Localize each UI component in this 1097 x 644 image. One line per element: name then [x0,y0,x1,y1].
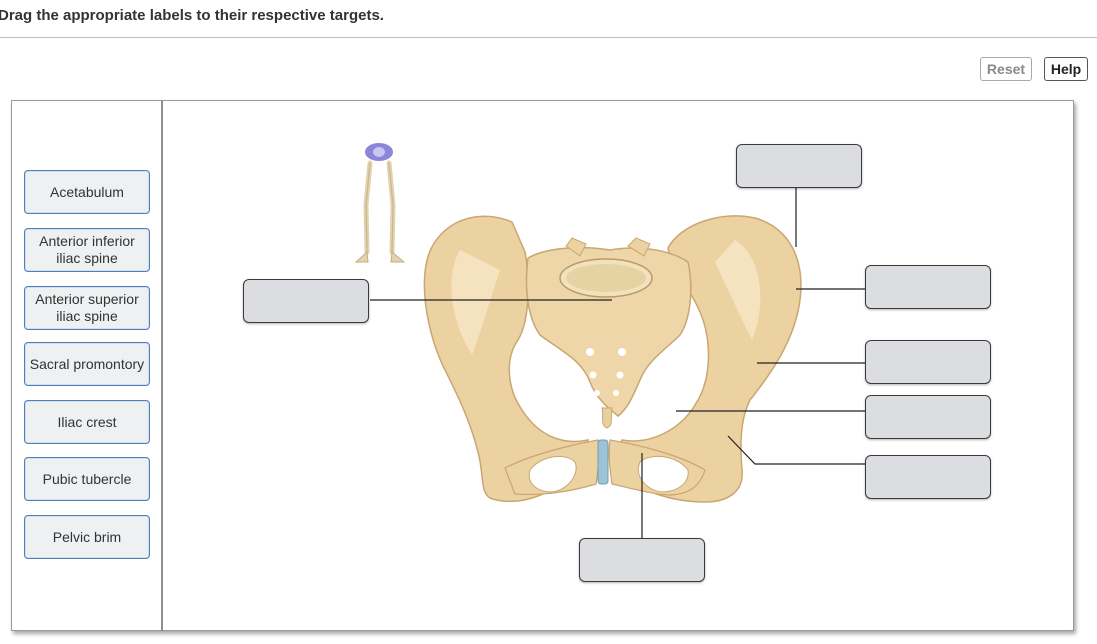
label-pelvic-brim[interactable]: Pelvic brim [24,515,150,559]
help-button[interactable]: Help [1044,57,1088,81]
label-anterior-superior-iliac-spine[interactable]: Anterior superior iliac spine [24,286,150,330]
drop-target-4[interactable] [865,340,991,384]
drop-target-7[interactable] [579,538,705,582]
drop-target-6[interactable] [865,455,991,499]
leader-lines [370,188,865,538]
label-anterior-inferior-iliac-spine[interactable]: Anterior inferior iliac spine [24,228,150,272]
instructions-text: Drag the appropriate labels to their res… [0,7,384,24]
drop-target-5[interactable] [865,395,991,439]
drop-target-3[interactable] [865,265,991,309]
reset-button[interactable]: Reset [980,57,1032,81]
label-sacral-promontory[interactable]: Sacral promontory [24,342,150,386]
label-pubic-tubercle[interactable]: Pubic tubercle [24,457,150,501]
label-iliac-crest[interactable]: Iliac crest [24,400,150,444]
skeleton-thumbnail-image [354,143,406,263]
drop-target-2[interactable] [736,144,862,188]
label-bank-divider [161,100,163,631]
pelvis-image [423,215,802,503]
drop-target-1[interactable] [243,279,369,323]
label-acetabulum[interactable]: Acetabulum [24,170,150,214]
header-divider [0,37,1097,38]
